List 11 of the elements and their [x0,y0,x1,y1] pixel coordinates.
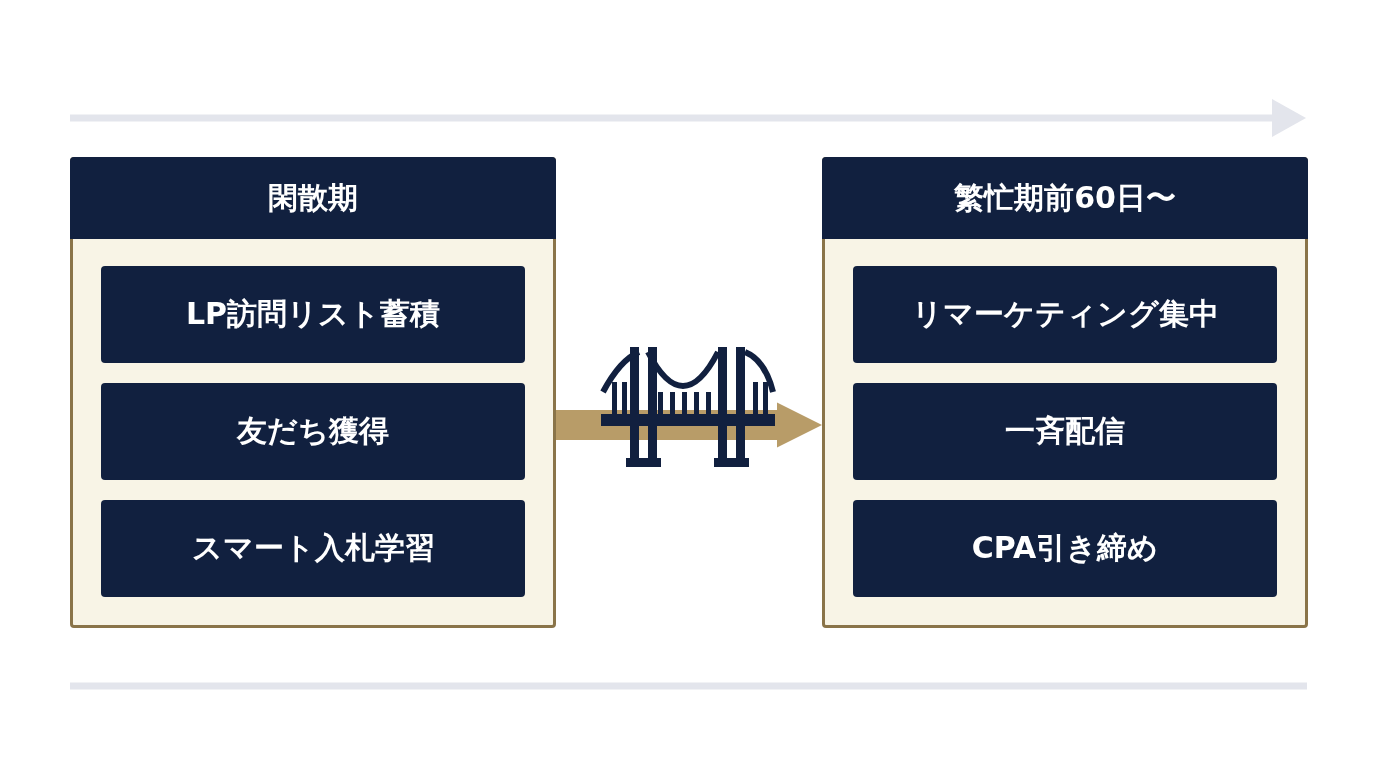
panel-header: 閑散期 [70,157,556,239]
phase-panel [822,157,1308,628]
task-box: CPA引き締め [853,500,1277,597]
task-box: 一斉配信 [853,383,1277,480]
arrow [556,402,822,448]
task-box: LP訪問リスト蓄積 [101,266,525,363]
task-box: リマーケティング集中 [853,266,1277,363]
panel-header: 繁忙期前60日〜 [822,157,1308,239]
task-box: スマート入札学習 [101,500,525,597]
phase-panel [70,157,556,628]
task-box: 友だち獲得 [101,383,525,480]
